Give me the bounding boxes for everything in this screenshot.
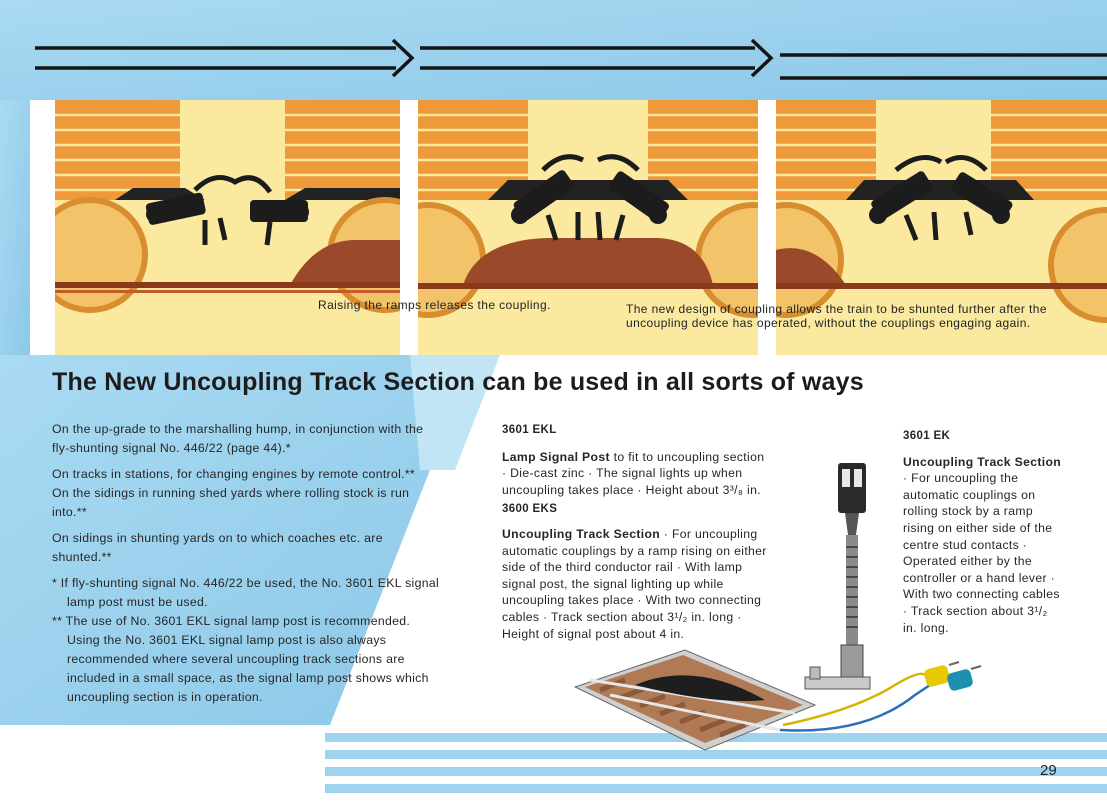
usage-paragraph: On sidings in shunting yards on to which… [52,531,383,564]
usage-paragraph: On tracks in stations, for changing engi… [52,467,416,481]
product-column-3601-ek: 3601 EK Uncoupling Track Section · For u… [903,428,1063,636]
product-photo [573,463,982,751]
illustration-panel-1 [55,100,400,355]
product-text: to fit to uncoupling section · Die-cast … [502,449,765,497]
illustration-panel-3 [776,100,1107,355]
product-title: Uncoupling Track Section [502,526,661,541]
motion-arrows [35,38,1107,80]
footnote-single: * If fly-shunting signal No. 446/22 be u… [52,576,440,609]
coupling-released-illustration [418,100,758,355]
product-column-3601-ekl: 3601 EKL Lamp Signal Post to fit to unco… [502,422,770,642]
usage-description: On the up-grade to the marshalling hump,… [52,420,442,707]
product-description: Lamp Signal Post to fit to uncoupling se… [502,449,770,499]
uncoupling-track-section-icon [573,649,817,751]
caption-new-design: The new design of coupling allows the tr… [626,302,1047,330]
illustration-panel-2 [418,100,758,355]
page-title: The New Uncoupling Track Section can be … [52,368,864,396]
coupling-engaged-illustration [55,100,400,355]
product-description: Uncoupling Track Section · For uncouplin… [903,454,1063,637]
footnote-double: ** The use of No. 3601 EKL signal lamp p… [52,614,429,704]
product-code: 3600 EKS [502,503,558,516]
product-text: · For uncoupling the automatic couplings… [903,471,1060,635]
product-description: Uncoupling Track Section · For uncouplin… [502,526,770,642]
product-code: 3601 EK [903,430,951,442]
usage-paragraph: On the up-grade to the marshalling hump,… [52,422,424,455]
product-title: Lamp Signal Post [502,449,610,464]
signal-post-icon [804,463,871,690]
product-code: 3601 EKL [502,424,557,436]
page-number: 29 [1040,762,1057,779]
coupling-shunted-illustration [776,100,1107,355]
product-text: · For uncoupling automatic couplings by … [502,526,767,641]
caption-ramps-release: Raising the ramps releases the coupling. [318,298,551,312]
usage-paragraph: On the sidings in running shed yards whe… [52,486,410,519]
cable-plugs-icon [924,661,982,691]
product-title: Uncoupling Track Section [903,454,1062,469]
